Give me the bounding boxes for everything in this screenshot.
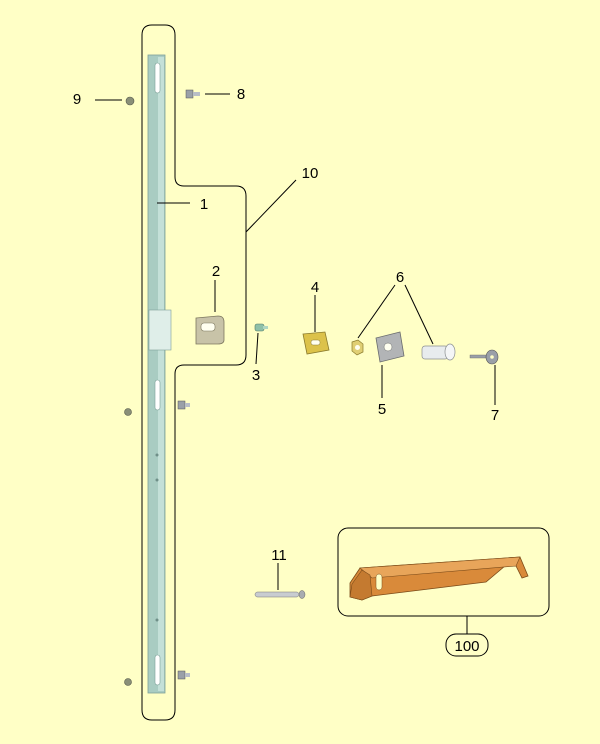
callout-4: 4 <box>311 279 319 296</box>
plate-part-5 <box>375 331 405 363</box>
latch-part-2 <box>195 315 225 345</box>
callout-6: 6 <box>396 269 404 286</box>
plate-part-4 <box>302 331 330 355</box>
callout-5: 5 <box>378 401 386 418</box>
callout-8: 8 <box>237 86 245 103</box>
pin-part-11 <box>254 590 306 599</box>
leader-6b <box>404 284 434 345</box>
leader-6a <box>357 284 396 339</box>
callout-2: 2 <box>212 263 220 280</box>
callout-1: 1 <box>200 196 208 213</box>
assembly-100-box <box>337 527 550 617</box>
leader-lines <box>95 93 496 634</box>
callout-9: 9 <box>73 91 81 108</box>
callout-3: 3 <box>252 367 260 384</box>
hex-nut-part-6 <box>351 339 364 356</box>
key-part-7 <box>469 349 499 365</box>
screw-part-8 <box>177 89 200 680</box>
callout-100-frame <box>445 633 489 657</box>
leader-3 <box>255 332 259 365</box>
lock-cylinder-part-6 <box>421 343 456 361</box>
callout-100: 100 <box>454 638 479 655</box>
callout-10: 10 <box>302 165 319 182</box>
nut-part-9 <box>124 96 135 686</box>
leader-10 <box>245 179 297 233</box>
vertical-bar-part-1 <box>147 54 172 694</box>
callout-7: 7 <box>491 407 499 424</box>
assembly-10-outline <box>141 24 247 721</box>
screw-part-3 <box>254 323 268 332</box>
callout-11: 11 <box>271 547 287 564</box>
bracket-part-100 <box>349 556 529 601</box>
